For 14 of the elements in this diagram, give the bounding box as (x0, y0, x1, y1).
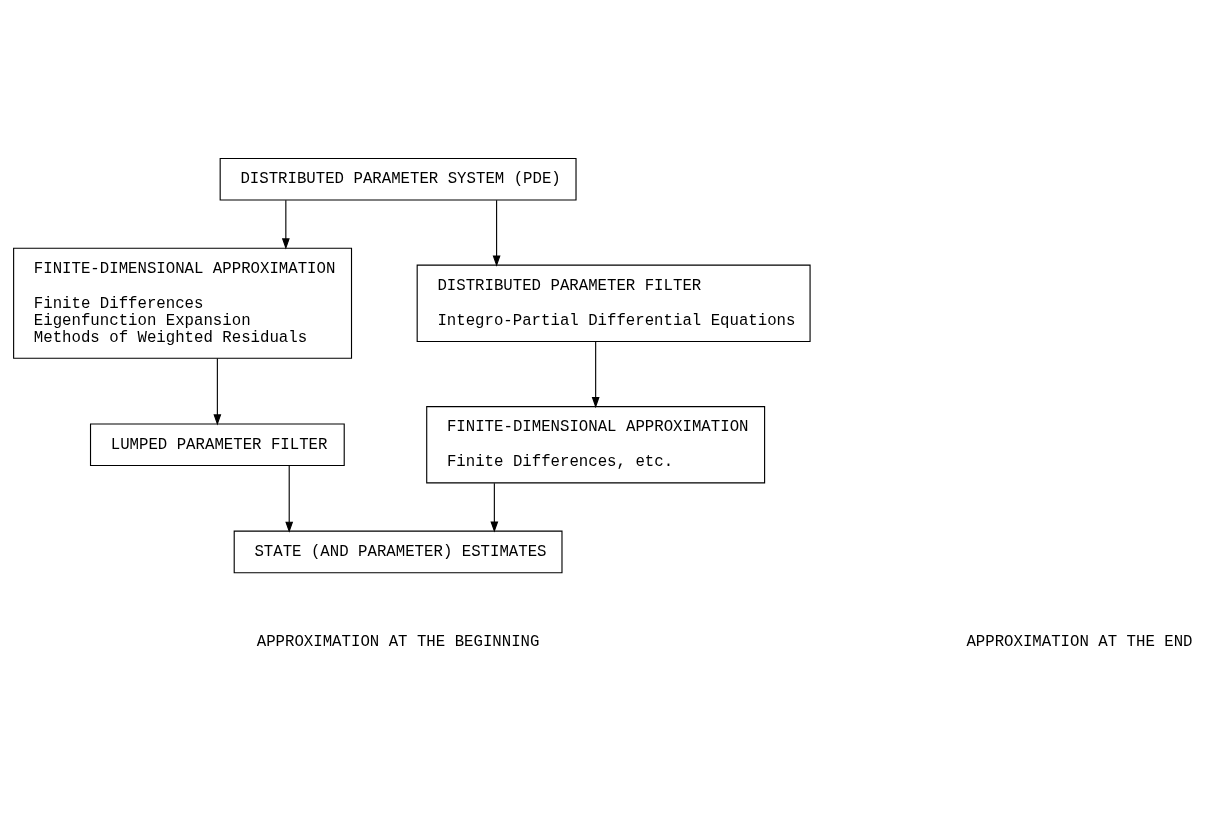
node-box: DISTRIBUTED PARAMETER FILTER Integro-Partial Differential Equations (416, 264, 811, 342)
arrow (281, 199, 290, 250)
label: APPROXIMATION AT THE END (966, 632, 1193, 651)
arrow (490, 482, 499, 533)
node-box: FINITE-DIMENSIONAL APPROXIMATION Finite Differences, etc. (426, 406, 766, 484)
node-box: LUMPED PARAMETER FILTER (89, 423, 345, 467)
label: APPROXIMATION AT THE BEGINNING (256, 632, 540, 651)
arrow (285, 465, 294, 533)
arrow (591, 341, 600, 409)
node-box: FINITE-DIMENSIONAL APPROXIMATION Finite Differences Eigenfunction Expansion Methods of Weighted Residuals (13, 247, 353, 359)
arrow (213, 357, 222, 426)
node-box: DISTRIBUTED PARAMETER SYSTEM (PDE) (219, 157, 577, 201)
arrow (492, 199, 501, 267)
node-box: STATE (AND PARAMETER) ESTIMATES (233, 530, 563, 574)
